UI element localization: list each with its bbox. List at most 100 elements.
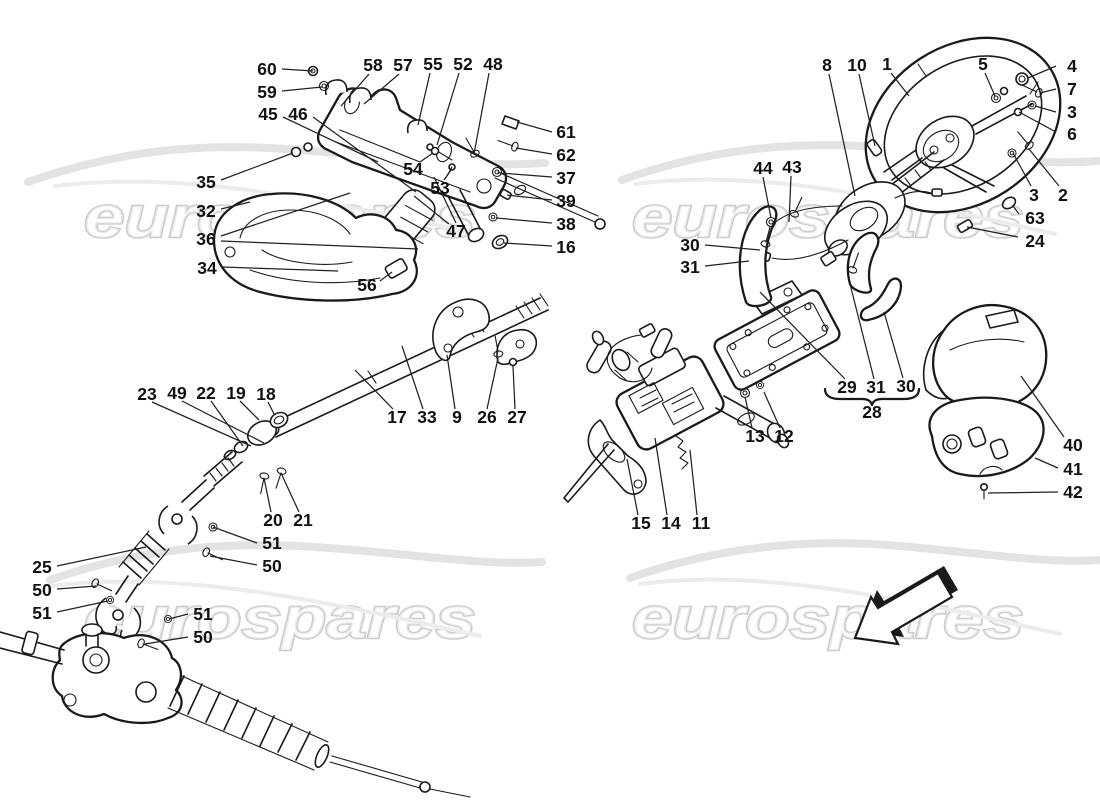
- part-label-31: 31: [866, 377, 886, 397]
- leader-line-16: [503, 242, 553, 247]
- part-label-34: 34: [197, 258, 217, 278]
- leader-line-49: [181, 400, 265, 444]
- part-label-12: 12: [774, 426, 794, 446]
- leader-line-18: [267, 401, 275, 415]
- part-label-50: 50: [193, 627, 213, 647]
- column-mounting-plate: [713, 280, 841, 391]
- steering-rack: [0, 623, 471, 798]
- part-label-6: 6: [1067, 124, 1077, 144]
- leader-line-26: [486, 357, 499, 410]
- part-label-22: 22: [196, 383, 216, 403]
- leader-line-30: [883, 311, 904, 379]
- part-label-46: 46: [288, 104, 308, 124]
- leader-line-3: [1012, 152, 1032, 187]
- part-label-7: 7: [1067, 79, 1077, 99]
- part-label-25: 25: [32, 557, 52, 577]
- part-label-51: 51: [32, 603, 52, 623]
- leader-line-35: [220, 152, 294, 181]
- part-label-38: 38: [556, 214, 576, 234]
- part-label-56: 56: [357, 275, 377, 295]
- part-label-51: 51: [262, 533, 282, 553]
- part-label-11: 11: [692, 513, 711, 533]
- part-label-47: 47: [446, 221, 465, 241]
- part-label-60: 60: [257, 59, 277, 79]
- part-label-55: 55: [423, 54, 443, 74]
- leader-line-33: [401, 345, 424, 410]
- part-label-52: 52: [453, 54, 473, 74]
- part-label-19: 19: [226, 383, 246, 403]
- leader-line-37: [499, 172, 553, 178]
- direction-arrow-icon: [853, 566, 958, 646]
- part-label-14: 14: [661, 513, 681, 533]
- leader-line-57: [363, 73, 400, 105]
- part-label-45: 45: [258, 104, 278, 124]
- part-label-10: 10: [847, 55, 867, 75]
- leader-line-24: [966, 226, 1019, 238]
- leader-line-58: [340, 73, 370, 107]
- part-label-1: 1: [882, 54, 892, 74]
- part-label-15: 15: [631, 513, 651, 533]
- leader-line-20: [263, 477, 272, 513]
- leader-line-15: [626, 458, 639, 516]
- leader-line-61: [516, 121, 553, 133]
- leader-line-51: [56, 600, 109, 613]
- part-label-39: 39: [556, 191, 576, 211]
- column-covers: [922, 304, 1048, 500]
- leader-line-31: [704, 260, 750, 267]
- leader-line-44: [762, 176, 772, 219]
- ignition-switch-assembly: [563, 323, 790, 503]
- part-label-43: 43: [782, 157, 802, 177]
- part-label-63: 63: [1025, 208, 1045, 228]
- part-label-57: 57: [393, 55, 412, 75]
- leader-line-8: [828, 73, 856, 197]
- leader-line-23: [151, 401, 252, 447]
- leader-line-36: [220, 192, 351, 237]
- leader-line-1: [890, 72, 910, 97]
- leader-line-36: [220, 240, 419, 250]
- leader-line-47: [413, 195, 450, 225]
- leader-line-46: [312, 116, 417, 193]
- leader-lines: [56, 65, 1065, 645]
- leader-line-17: [354, 369, 394, 410]
- watermark-text: eurospares: [632, 586, 1024, 651]
- leader-line-43: [788, 175, 792, 223]
- part-label-41: 41: [1063, 459, 1083, 479]
- part-label-23: 23: [137, 384, 157, 404]
- lever-brackets: [432, 171, 606, 366]
- part-label-9: 9: [452, 407, 462, 427]
- part-label-18: 18: [256, 384, 276, 404]
- leader-line-55: [417, 72, 431, 126]
- part-label-21: 21: [293, 510, 313, 530]
- part-label-13: 13: [745, 426, 765, 446]
- part-label-2: 2: [1058, 185, 1068, 205]
- part-label-17: 17: [387, 407, 406, 427]
- part-label-59: 59: [257, 82, 277, 102]
- part-label-61: 61: [556, 122, 576, 142]
- leader-line-11: [689, 449, 698, 516]
- leader-line-13: [744, 396, 753, 429]
- part-label-49: 49: [167, 383, 187, 403]
- part-label-31: 31: [680, 257, 700, 277]
- leader-line-50: [144, 636, 189, 645]
- part-label-5: 5: [978, 54, 988, 74]
- part-label-48: 48: [483, 54, 503, 74]
- upper-support-bracket: [316, 79, 508, 247]
- leader-line-42: [987, 491, 1059, 494]
- part-label-26: 26: [477, 407, 497, 427]
- leader-line-2: [1028, 148, 1060, 187]
- part-label-3: 3: [1029, 185, 1039, 205]
- group-28-brace: [823, 387, 921, 407]
- part-label-4: 4: [1067, 56, 1077, 76]
- leader-line-29: [759, 291, 846, 380]
- leader-line-30: [704, 244, 761, 251]
- leader-line-19: [239, 400, 260, 421]
- part-label-32: 32: [196, 201, 216, 221]
- leader-line-9: [446, 354, 456, 410]
- leader-line-54: [419, 152, 434, 163]
- hook-brackets: [738, 195, 903, 322]
- leader-line-50: [56, 585, 97, 590]
- leader-line-14: [654, 437, 668, 516]
